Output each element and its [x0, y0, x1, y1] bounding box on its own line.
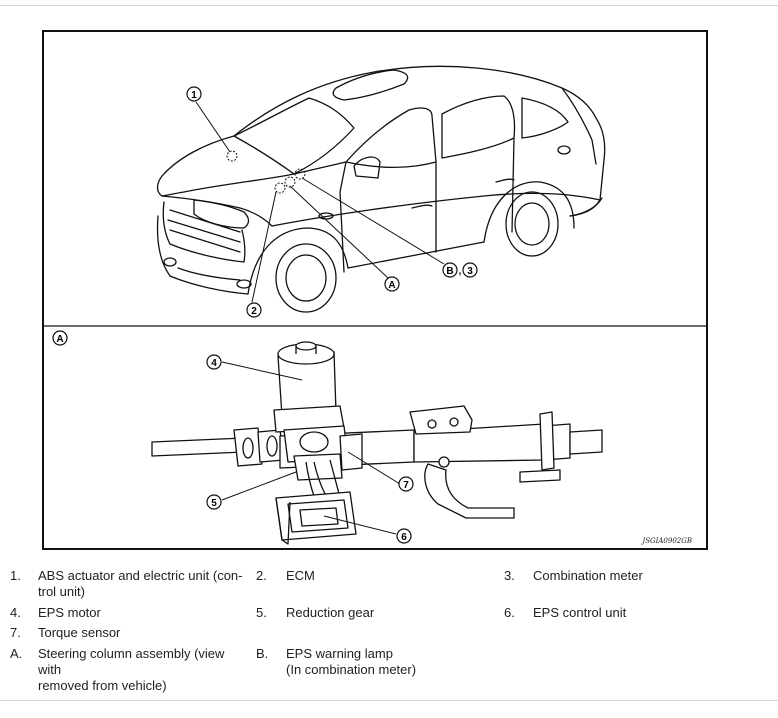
- callout-6: 6: [401, 532, 407, 543]
- legend-num-7: 7.: [10, 625, 21, 640]
- callout-2: 2: [251, 306, 257, 317]
- legend-text-B: EPS warning lamp (In combination meter): [286, 646, 417, 677]
- callout-leaders-lower: [221, 361, 401, 535]
- callouts-lower: 4 5 6 7: [206, 354, 414, 544]
- callout-5: 5: [211, 498, 217, 509]
- callouts-upper: 1 2 A B , 3: [186, 86, 478, 318]
- figure-code: JSGIA0902GB: [642, 537, 692, 545]
- panel-A-label: A: [52, 330, 68, 346]
- legend-text-3: Combination meter: [533, 568, 643, 583]
- legend-num-B: B.: [256, 646, 269, 661]
- callout-B-separator: ,: [459, 266, 462, 277]
- svg-text:A: A: [56, 334, 63, 345]
- legend-text-A: Steering column assembly (view with remo…: [38, 646, 225, 693]
- callout-1: 1: [191, 90, 197, 101]
- legend-num-3: 3.: [504, 568, 515, 583]
- legend-text-2: ECM: [286, 568, 315, 583]
- callout-7: 7: [403, 480, 409, 491]
- legend-num-1: 1.: [10, 568, 21, 583]
- vehicle-illustration: [156, 65, 606, 313]
- legend-num-A: A.: [10, 646, 23, 661]
- component-markers: [226, 150, 306, 194]
- legend-text-5: Reduction gear: [286, 605, 375, 620]
- bottom-divider: [0, 700, 778, 701]
- legend-text-1: ABS actuator and electric unit (con- tro…: [38, 568, 243, 599]
- callout-leaders-upper: [195, 101, 445, 303]
- callout-B: B: [446, 266, 453, 277]
- legend-text-7: Torque sensor: [38, 625, 121, 640]
- legend-num-5: 5.: [256, 605, 267, 620]
- top-divider: [0, 5, 778, 6]
- callout-A: A: [388, 280, 395, 291]
- callout-3: 3: [467, 266, 473, 277]
- legend-text-6: EPS control unit: [533, 605, 627, 620]
- legend-num-4: 4.: [10, 605, 21, 620]
- steering-column-illustration: [151, 341, 603, 545]
- legend-text-4: EPS motor: [38, 605, 101, 620]
- legend-num-2: 2.: [256, 568, 267, 583]
- callout-4: 4: [211, 358, 217, 369]
- legend-num-6: 6.: [504, 605, 515, 620]
- component-location-figure: 1 2 A B , 3 A: [42, 30, 708, 550]
- figure-drawing: 1 2 A B , 3 A: [44, 65, 706, 545]
